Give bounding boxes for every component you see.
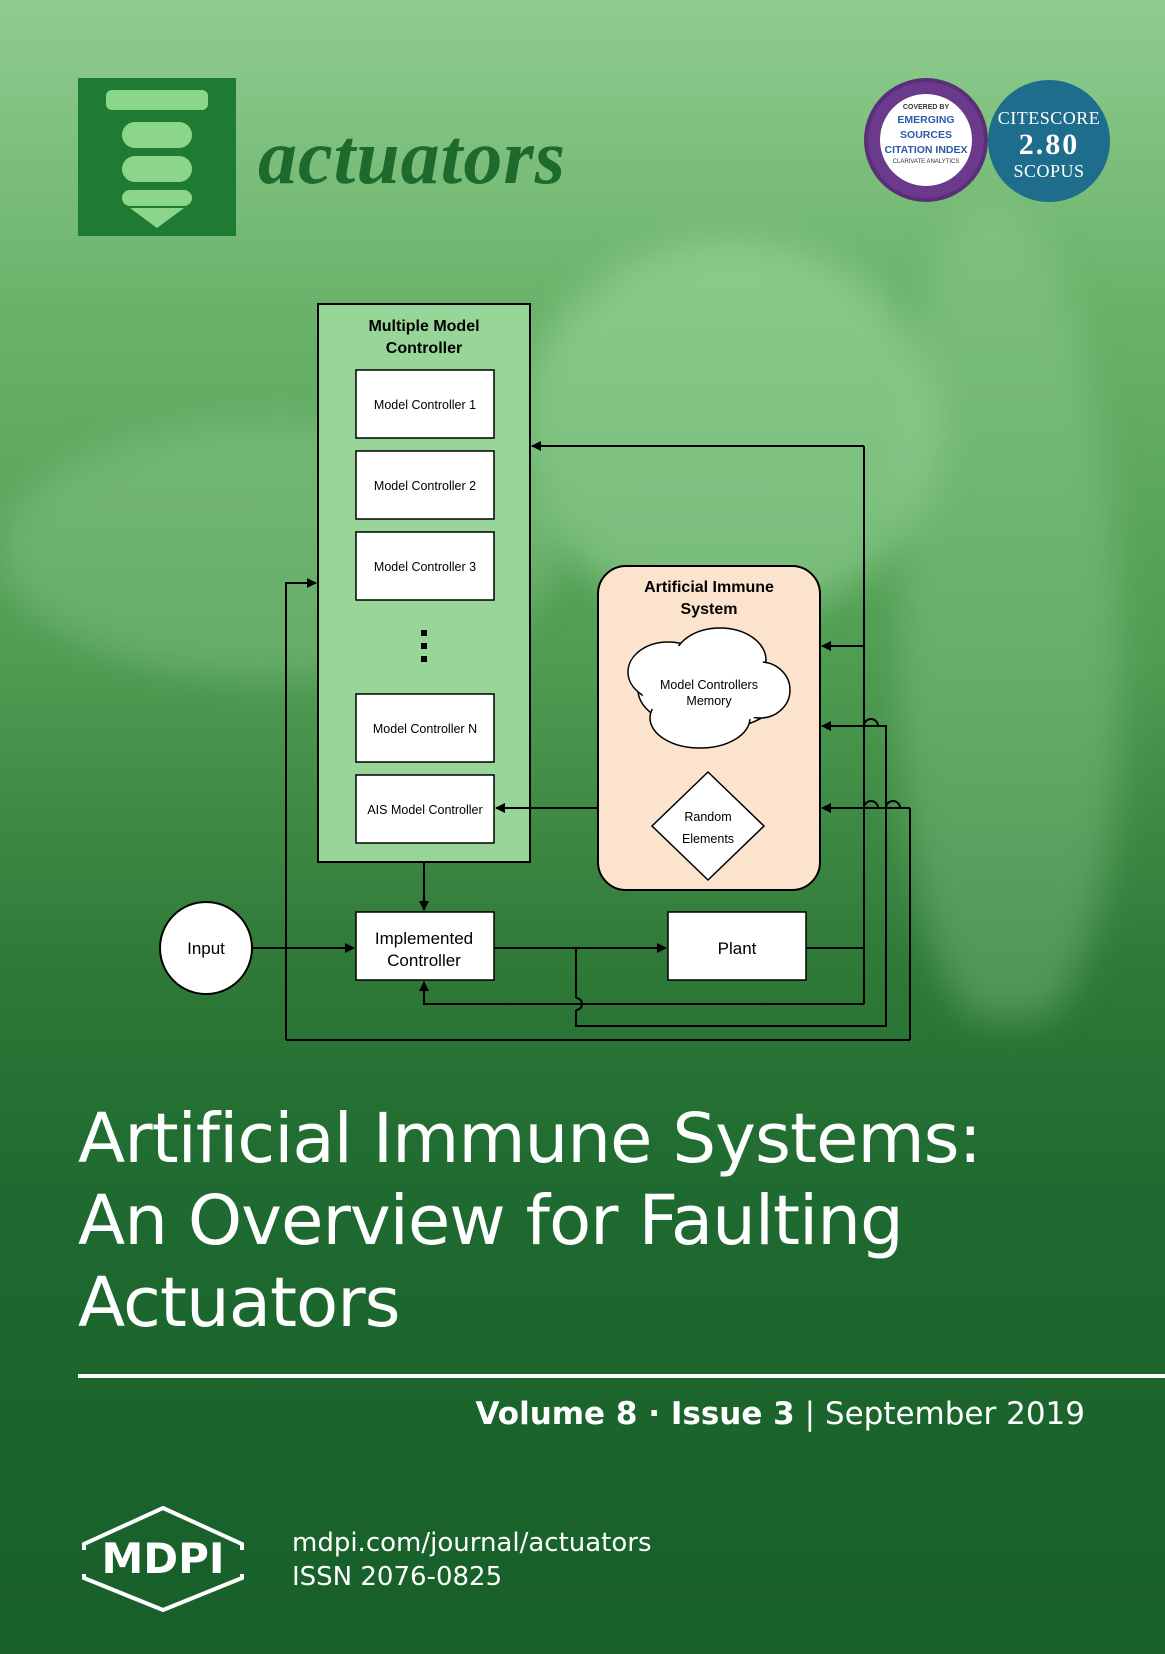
model-controller-box — [355, 369, 495, 439]
plant-label: Plant — [718, 939, 757, 958]
citescore-source: SCOPUS — [1013, 161, 1085, 181]
implemented-label-line-2: Controller — [387, 951, 461, 970]
model-controller-box — [355, 531, 495, 601]
memory-label-line-2: Memory — [686, 694, 732, 708]
volume-label: Volume 8 — [475, 1396, 638, 1432]
logo-knockout — [82, 1550, 244, 1574]
citescore-badge: CITESCORE 2.80 SCOPUS — [988, 80, 1110, 202]
journal-wordmark: actuators — [258, 113, 567, 200]
journal-issn: ISSN 2076-0825 — [292, 1562, 503, 1592]
esci-line-3: CITATION INDEX — [884, 144, 968, 156]
esci-top-text: COVERED BY — [902, 104, 950, 111]
footer-info: mdpi.com/journal/actuators ISSN 2076-082… — [292, 1526, 652, 1594]
journal-logo — [78, 78, 236, 236]
background-smoke — [520, 240, 940, 620]
model-controller-label: Model Controller 3 — [374, 560, 476, 574]
model-controller-label: Model Controller N — [373, 722, 477, 736]
citescore-value: 2.80 — [1018, 128, 1080, 161]
memory-label-line-1: Model Controllers — [660, 678, 758, 692]
citescore-label: CITESCORE — [997, 108, 1101, 128]
esci-line-1: EMERGING — [897, 114, 955, 126]
random-label-line-1: Random — [684, 810, 731, 824]
ais-title-line-1: Artificial Immune — [644, 579, 774, 596]
title-line-1: Artificial Immune Systems: — [78, 1099, 982, 1179]
issue-info: Volume 8 · Issue 3 | September 2019 — [475, 1396, 1085, 1432]
issue-date: September 2019 — [824, 1396, 1085, 1432]
journal-url: mdpi.com/journal/actuators — [292, 1528, 652, 1558]
model-controller-box — [355, 693, 495, 763]
mmc-title-line-2: Controller — [386, 340, 462, 357]
model-controller-box — [355, 450, 495, 520]
article-title: Artificial Immune Systems: An Overview f… — [78, 1098, 1118, 1344]
implemented-label-line-1: Implemented — [375, 929, 473, 948]
mdpi-logo: MDPI — [82, 1506, 244, 1612]
title-line-2: An Overview for Faulting — [78, 1181, 904, 1261]
ais-model-controller-box — [355, 774, 495, 844]
logo-arrow-icon — [130, 208, 184, 228]
issue-label: Issue 3 — [670, 1396, 795, 1432]
title-divider — [78, 1374, 1165, 1378]
esci-bottom-text: CLARIVATE ANALYTICS — [892, 159, 960, 165]
implemented-controller-box — [355, 911, 495, 981]
memory-cloud — [627, 627, 791, 749]
mdpi-wordmark: MDPI — [101, 1534, 224, 1583]
model-controller-label: Model Controller 2 — [374, 479, 476, 493]
mmc-title-line-1: Multiple Model — [368, 318, 479, 335]
block-diagram: Multiple Model Controller Model Controll… — [159, 303, 911, 1041]
model-controller-label: Model Controller 1 — [374, 398, 476, 412]
esci-line-2: SOURCES — [900, 129, 952, 141]
input-label: Input — [187, 939, 225, 958]
ais-model-controller-label: AIS Model Controller — [367, 803, 482, 817]
ais-title-line-2: System — [681, 601, 738, 618]
esci-badge: COVERED BY EMERGING SOURCES CITATION IND… — [868, 82, 984, 198]
random-elements-diamond — [650, 770, 766, 882]
plant-box — [667, 911, 807, 981]
diagram-connectors — [252, 441, 911, 1041]
random-label-line-2: Elements — [682, 832, 734, 846]
title-line-3: Actuators — [78, 1263, 401, 1343]
ellipsis-dots — [421, 630, 427, 662]
